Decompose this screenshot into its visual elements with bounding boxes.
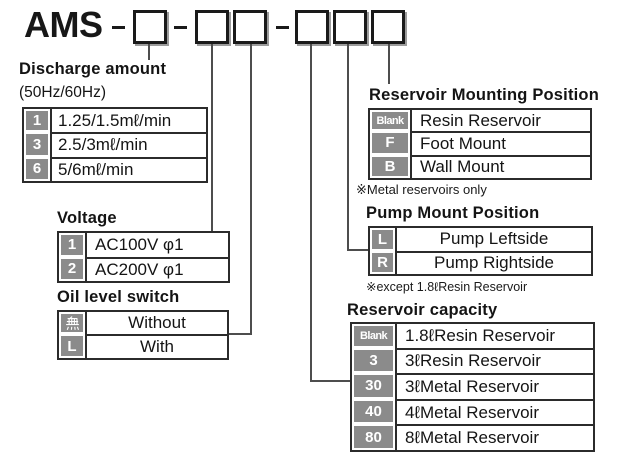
code-cell [59,312,85,334]
model-prefix: AMS [24,4,103,45]
kanji-mu-without-icon [65,315,79,330]
discharge-title: Discharge amount [19,60,167,78]
connector-pump-vertical [347,44,349,251]
connector-voltage [211,44,213,231]
connector-mounting [388,44,390,84]
table-row: 40 4ℓMetal Reservoir [352,398,593,425]
code-cell: 40 [352,398,395,425]
table-row: Without [59,312,227,334]
oil-switch-title: Oil level switch [57,288,180,306]
table-row: 80 8ℓMetal Reservoir [352,424,593,450]
value-cell: 3ℓResin Reservoir [395,347,593,374]
voltage-table: 1 AC100V φ1 2 AC200V φ1 [57,231,230,283]
code-cell: 80 [352,424,395,450]
connector-oil-horizontal [229,333,252,335]
pump-mount-table: L Pump Leftside R Pump Rightside [368,226,593,276]
connector-discharge [148,44,150,60]
code-box-pump-mount [333,10,367,44]
code-box-capacity [295,10,329,44]
table-row: 30 3ℓMetal Reservoir [352,373,593,399]
value-cell: Pump Leftside [395,228,591,251]
code-box-voltage [195,10,229,44]
table-row: 1 1.25/1.5mℓ/min [24,109,206,133]
table-row: F Foot Mount [370,131,590,155]
value-cell: 8ℓMetal Reservoir [395,424,593,450]
value-cell: AC200V φ1 [85,256,228,281]
table-row: R Pump Rightside [370,250,591,274]
value-cell: 4ℓMetal Reservoir [395,398,593,425]
value-cell: Without [85,312,227,334]
capacity-title: Reservoir capacity [347,301,498,319]
table-row: L Pump Leftside [370,228,591,251]
value-cell: With [85,334,227,358]
table-row: 3 2.5/3mℓ/min [24,132,206,157]
value-cell: Wall Mount [410,154,590,178]
code-cell: 3 [352,347,395,374]
table-row: Blank Resin Reservoir [370,110,590,132]
code-cell: 3 [24,132,50,157]
code-cell: 30 [352,373,395,399]
value-cell: 1.8ℓResin Reservoir [395,324,593,348]
code-cell: 1 [24,109,50,133]
table-row: L With [59,334,227,358]
separator-dash [112,26,125,29]
connector-oil-vertical [250,44,252,335]
connector-pump-horizontal [347,249,368,251]
capacity-table: Blank 1.8ℓResin Reservoir 3 3ℓResin Rese… [350,322,595,452]
value-cell: 5/6mℓ/min [50,156,206,181]
table-row: 3 3ℓResin Reservoir [352,347,593,374]
code-cell: Blank [370,110,410,132]
oil-switch-table: Without L With [57,310,229,360]
table-row: B Wall Mount [370,154,590,178]
value-cell: AC100V φ1 [85,233,228,257]
code-cell: L [59,334,85,358]
table-row: Blank 1.8ℓResin Reservoir [352,324,593,348]
code-cell: B [370,154,410,178]
code-cell: L [370,228,395,251]
pump-mount-title: Pump Mount Position [366,204,540,222]
discharge-table: 1 1.25/1.5mℓ/min 3 2.5/3mℓ/min 6 5/6mℓ/m… [22,107,208,183]
mounting-note: ※Metal reservoirs only [356,182,487,197]
code-cell: 6 [24,156,50,181]
separator-dash [174,26,187,29]
value-cell: Foot Mount [410,131,590,155]
code-box-discharge [133,10,167,44]
code-cell: F [370,131,410,155]
code-cell: 2 [59,256,85,281]
table-row: 6 5/6mℓ/min [24,156,206,181]
pump-mount-note: ※except 1.8ℓResin Reservoir [366,280,528,294]
value-cell: 3ℓMetal Reservoir [395,373,593,399]
value-cell: 1.25/1.5mℓ/min [50,109,206,133]
code-cell: Blank [352,324,395,348]
discharge-subtitle: (50Hz/60Hz) [19,84,106,101]
mounting-title: Reservoir Mounting Position [369,86,599,104]
table-row: 2 AC200V φ1 [59,256,228,281]
value-cell: 2.5/3mℓ/min [50,132,206,157]
connector-capacity-horizontal [310,380,350,382]
mounting-table: Blank Resin Reservoir F Foot Mount B Wal… [368,108,592,180]
connector-capacity-vertical [310,44,312,382]
separator-dash [276,26,289,29]
code-box-oil-switch [233,10,267,44]
value-cell: Resin Reservoir [410,110,590,132]
code-box-mounting [371,10,405,44]
voltage-title: Voltage [57,209,117,227]
code-cell: R [370,250,395,274]
value-cell: Pump Rightside [395,250,591,274]
table-row: 1 AC100V φ1 [59,233,228,257]
code-cell: 1 [59,233,85,257]
